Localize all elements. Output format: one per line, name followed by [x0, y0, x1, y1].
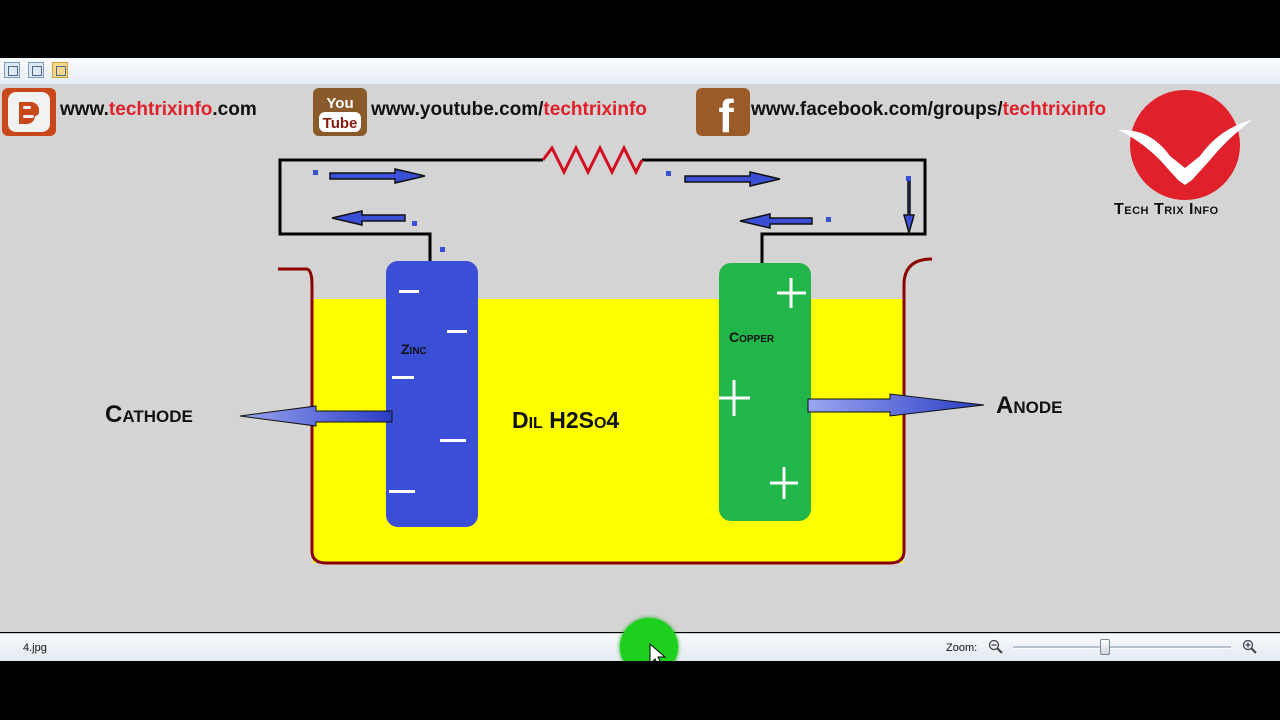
zoom-slider-thumb[interactable] — [1100, 639, 1110, 655]
container-wall — [278, 257, 933, 565]
copper-electrode — [719, 263, 811, 521]
bird-logo-icon — [1118, 90, 1252, 200]
copper-label: Copper — [729, 329, 775, 345]
video-top-letterbox — [0, 0, 1280, 58]
zinc-negative-signs — [389, 290, 467, 493]
blog-link[interactable]: www.techtrixinfo.com — [60, 99, 257, 120]
zinc-electrode — [386, 261, 478, 527]
filename: 4.jpg — [23, 642, 47, 654]
anode-arrow — [807, 393, 985, 417]
electron-dots — [313, 170, 911, 252]
brand-name: Tech Trix Info — [1114, 201, 1219, 218]
resistor — [541, 144, 644, 176]
electrolyte-label: Dil H2So4 — [512, 407, 620, 433]
brand-logo — [1110, 90, 1270, 200]
view-filmstrip-button[interactable] — [28, 62, 44, 78]
electron-flow-arrows — [329, 168, 915, 236]
electrochemical-cell-diagram — [239, 144, 985, 565]
external-wire — [278, 158, 927, 263]
view-thumbnails-button[interactable] — [4, 62, 20, 78]
video-bottom-letterbox — [0, 661, 1280, 720]
zoom-out-icon[interactable] — [988, 639, 1004, 655]
anode-label: Anode — [996, 392, 1063, 419]
facebook-icon[interactable]: f — [696, 88, 750, 136]
svg-text:You: You — [326, 95, 353, 112]
viewer-toolbar — [0, 58, 1280, 85]
svg-text:f: f — [718, 90, 734, 136]
zinc-label: Zinc — [401, 341, 427, 357]
svg-text:Tube: Tube — [323, 115, 358, 132]
copper-positive-signs — [719, 278, 806, 499]
youtube-link[interactable]: www.youtube.com/techtrixinfo — [371, 99, 647, 120]
zoom-label: Zoom: — [946, 642, 978, 654]
status-bar: 4.jpg Zoom: — [0, 618, 1280, 676]
view-single-button[interactable] — [52, 62, 68, 78]
youtube-icon[interactable]: You Tube — [313, 88, 367, 136]
zoom-slider[interactable] — [1013, 639, 1231, 655]
facebook-link[interactable]: www.facebook.com/groups/techtrixinfo — [751, 99, 1107, 120]
zoom-in-icon[interactable] — [1242, 639, 1258, 655]
cathode-label: Cathode — [105, 401, 193, 428]
cathode-arrow — [239, 405, 393, 427]
blogger-icon[interactable] — [2, 88, 56, 136]
image-canvas: www.techtrixinfo.com You Tube www.youtub… — [0, 85, 1280, 632]
